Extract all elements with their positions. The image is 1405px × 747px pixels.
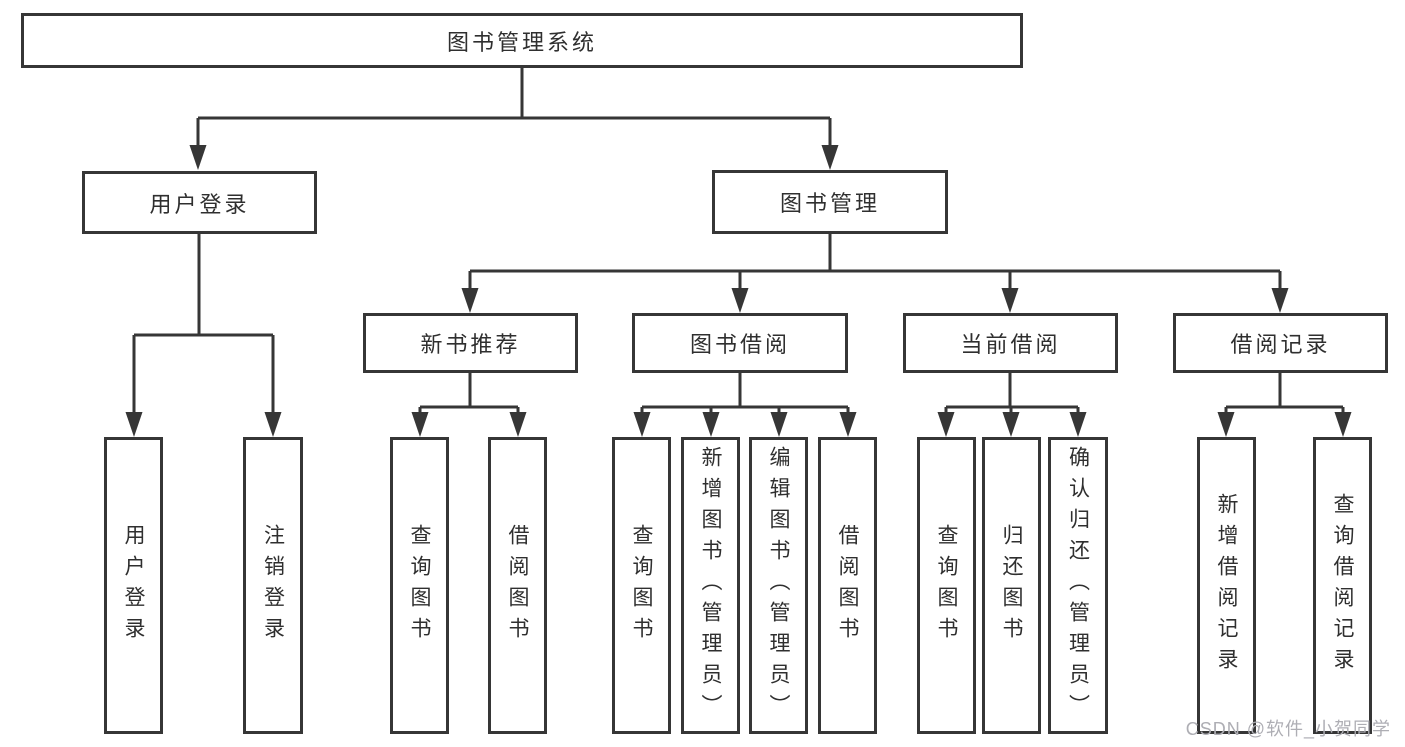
connector-book-borrow-children <box>640 373 850 417</box>
leaf-label: 编辑图书（管理员） <box>767 446 790 725</box>
node-library-management-system: 图书管理系统 <box>21 13 1023 68</box>
node-book-borrowing: 图书借阅 <box>632 313 848 373</box>
leaf-records-add-borrow-record: 新增借阅记录 <box>1197 437 1256 734</box>
leaf-label: 查询图书 <box>630 523 653 648</box>
leaf-user-login: 用户登录 <box>104 437 163 734</box>
node-new-book-recommendation: 新书推荐 <box>363 313 578 373</box>
arrowheads <box>125 145 1352 437</box>
leaf-current-return-book: 归还图书 <box>982 437 1041 734</box>
leaf-recommend-query-book: 查询图书 <box>390 437 449 734</box>
leaf-borrowing-add-book-admin: 新增图书（管理员） <box>681 437 740 734</box>
node-user-login: 用户登录 <box>82 171 317 234</box>
leaf-borrowing-borrow-book: 借阅图书 <box>818 437 877 734</box>
leaf-label: 注销登录 <box>261 523 285 648</box>
leaf-label: 查询借阅记录 <box>1331 492 1354 679</box>
leaf-label: 查询图书 <box>935 523 958 648</box>
connector-borrow-records-children <box>1224 373 1345 417</box>
connector-new-book-children <box>418 373 520 417</box>
node-borrowing-records: 借阅记录 <box>1173 313 1388 373</box>
leaf-label: 归还图书 <box>1000 523 1023 648</box>
leaf-current-query-book: 查询图书 <box>917 437 976 734</box>
csdn-watermark: CSDN @软件_小贺同学 <box>1185 719 1391 739</box>
leaf-borrowing-query-book: 查询图书 <box>612 437 671 734</box>
leaf-label: 新增借阅记录 <box>1215 492 1238 679</box>
leaf-logout: 注销登录 <box>243 437 303 734</box>
leaf-borrowing-edit-book-admin: 编辑图书（管理员） <box>749 437 808 734</box>
leaf-label: 用户登录 <box>122 523 145 648</box>
leaf-label: 借阅图书 <box>836 523 859 648</box>
connector-root-to-level2 <box>196 68 832 150</box>
leaf-label: 新增图书（管理员） <box>699 446 722 725</box>
leaf-current-confirm-return-admin: 确认归还（管理员） <box>1048 437 1108 734</box>
leaf-recommend-borrow-book: 借阅图书 <box>488 437 547 734</box>
node-book-management: 图书管理 <box>712 170 948 234</box>
connector-user-login-children <box>132 234 275 417</box>
connector-book-management-children <box>468 234 1282 293</box>
node-current-borrowing: 当前借阅 <box>903 313 1118 373</box>
leaf-label: 查询图书 <box>408 523 431 648</box>
leaf-label: 借阅图书 <box>506 523 529 648</box>
connector-current-borrow-children <box>944 373 1080 417</box>
leaf-label: 确认归还（管理员） <box>1066 446 1090 725</box>
leaf-records-query-borrow-record: 查询借阅记录 <box>1313 437 1372 734</box>
